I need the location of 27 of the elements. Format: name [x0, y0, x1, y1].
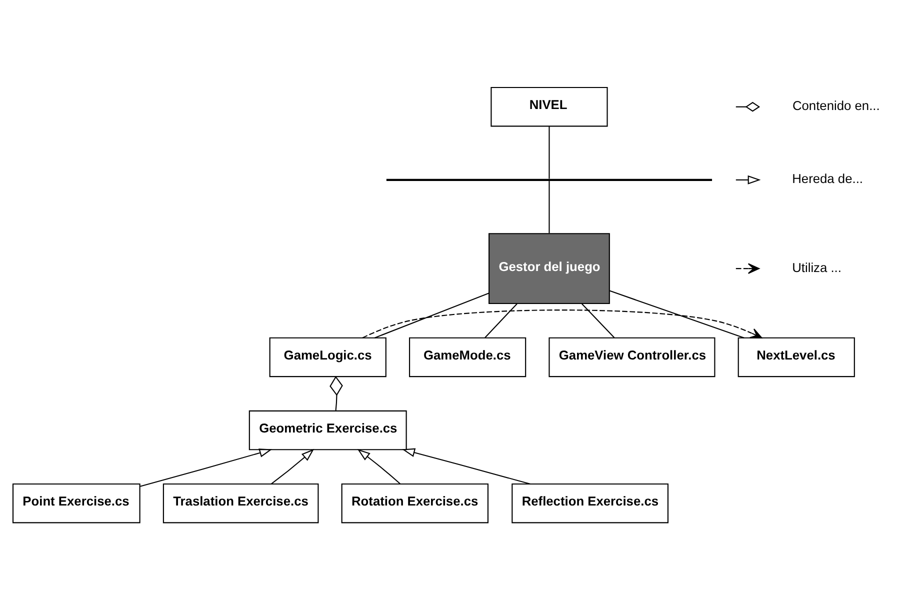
- node-box: Geometric Exercise.cs: [248, 410, 407, 450]
- arrow: [402, 448, 530, 484]
- node-box: NextLevel.cs: [738, 336, 855, 377]
- node-box: Reflection Exercise.cs: [512, 482, 668, 523]
- node-box: Rotation Exercise.cs: [341, 482, 489, 523]
- connector: [610, 290, 744, 338]
- connector: [374, 292, 490, 338]
- connector: [330, 375, 343, 410]
- connector: [582, 302, 615, 338]
- arrow: [140, 448, 272, 486]
- node-box: NIVEL: [490, 86, 608, 126]
- node-bar: [386, 178, 712, 180]
- connector: [484, 302, 518, 338]
- node-box: GameLogic.cs: [269, 336, 386, 377]
- node-box: Point Exercise.cs: [12, 482, 140, 523]
- arrow: [357, 448, 400, 484]
- arrow: [271, 448, 314, 484]
- node-box: GameView Controller.cs: [548, 336, 716, 377]
- arrow: [362, 309, 762, 338]
- node-box: GameMode.cs: [409, 336, 526, 377]
- node-box: Traslation Exercise.cs: [162, 482, 319, 523]
- legend-label: Hereda de...: [792, 170, 863, 186]
- connector: [548, 180, 550, 233]
- node-box: Gestor del juego: [488, 232, 610, 304]
- connector: [548, 126, 550, 178]
- legend-label: Contenido en...: [792, 98, 880, 113]
- legend-label: Utiliza ...: [792, 259, 842, 274]
